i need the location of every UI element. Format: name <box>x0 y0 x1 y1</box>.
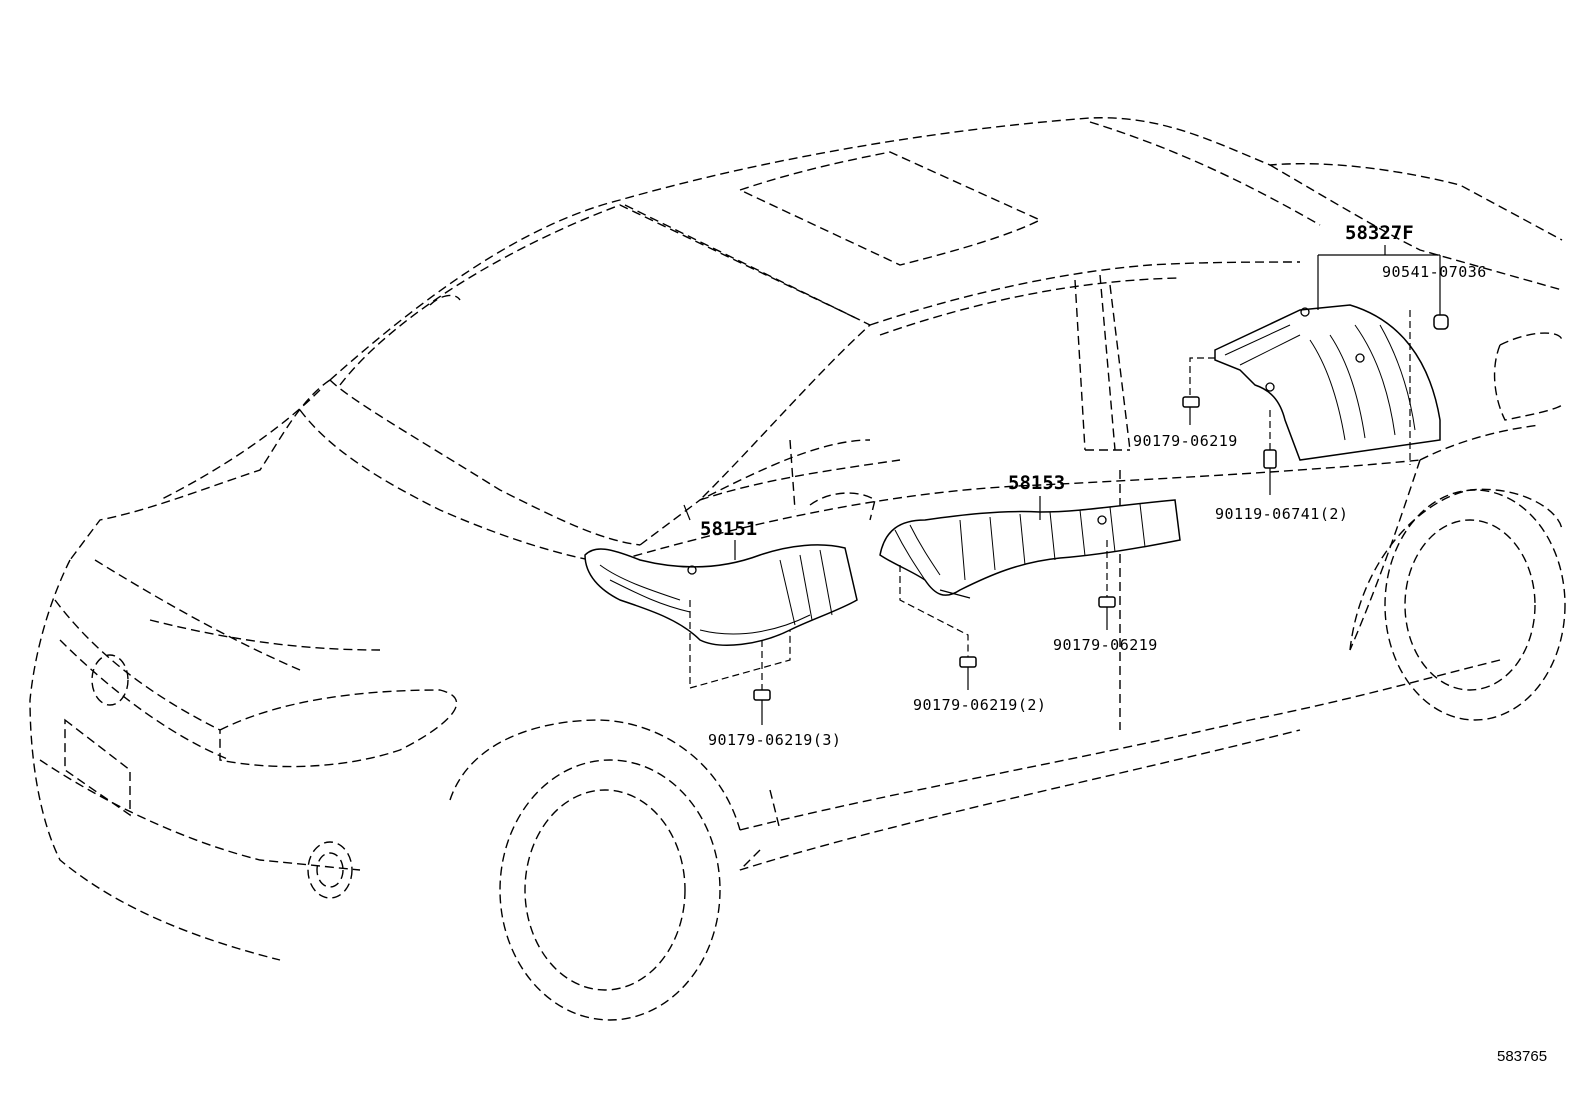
nut-90179-rear <box>1182 396 1200 408</box>
label-58153: 58153 <box>1008 472 1066 494</box>
label-58151: 58151 <box>700 518 758 540</box>
nut-90179-front <box>753 689 771 701</box>
label-90179-06219-rear: 90179-06219 <box>1133 432 1238 450</box>
clip-90541 <box>1433 314 1449 330</box>
leader-lines <box>683 245 1441 725</box>
label-90179-06219-mid: 90179-06219 <box>1053 636 1158 654</box>
drawing-number: 583765 <box>1497 1048 1548 1065</box>
label-90541-07036: 90541-07036 <box>1382 263 1487 281</box>
label-90119-06741: 90119-06741(2) <box>1215 505 1349 523</box>
vehicle-body-outline <box>29 117 1566 1021</box>
label-58327F: 58327F <box>1345 222 1414 244</box>
insulator-58327F[interactable] <box>1214 304 1441 461</box>
nut-90179-mid2 <box>959 656 977 668</box>
label-90179-06219-2: 90179-06219(2) <box>913 696 1047 714</box>
insulator-58153[interactable] <box>879 499 1181 599</box>
bolt-90119 <box>1263 449 1277 469</box>
label-90179-06219-3: 90179-06219(3) <box>708 731 842 749</box>
insulator-58151[interactable] <box>584 544 858 646</box>
nut-90179-mid <box>1098 596 1116 608</box>
